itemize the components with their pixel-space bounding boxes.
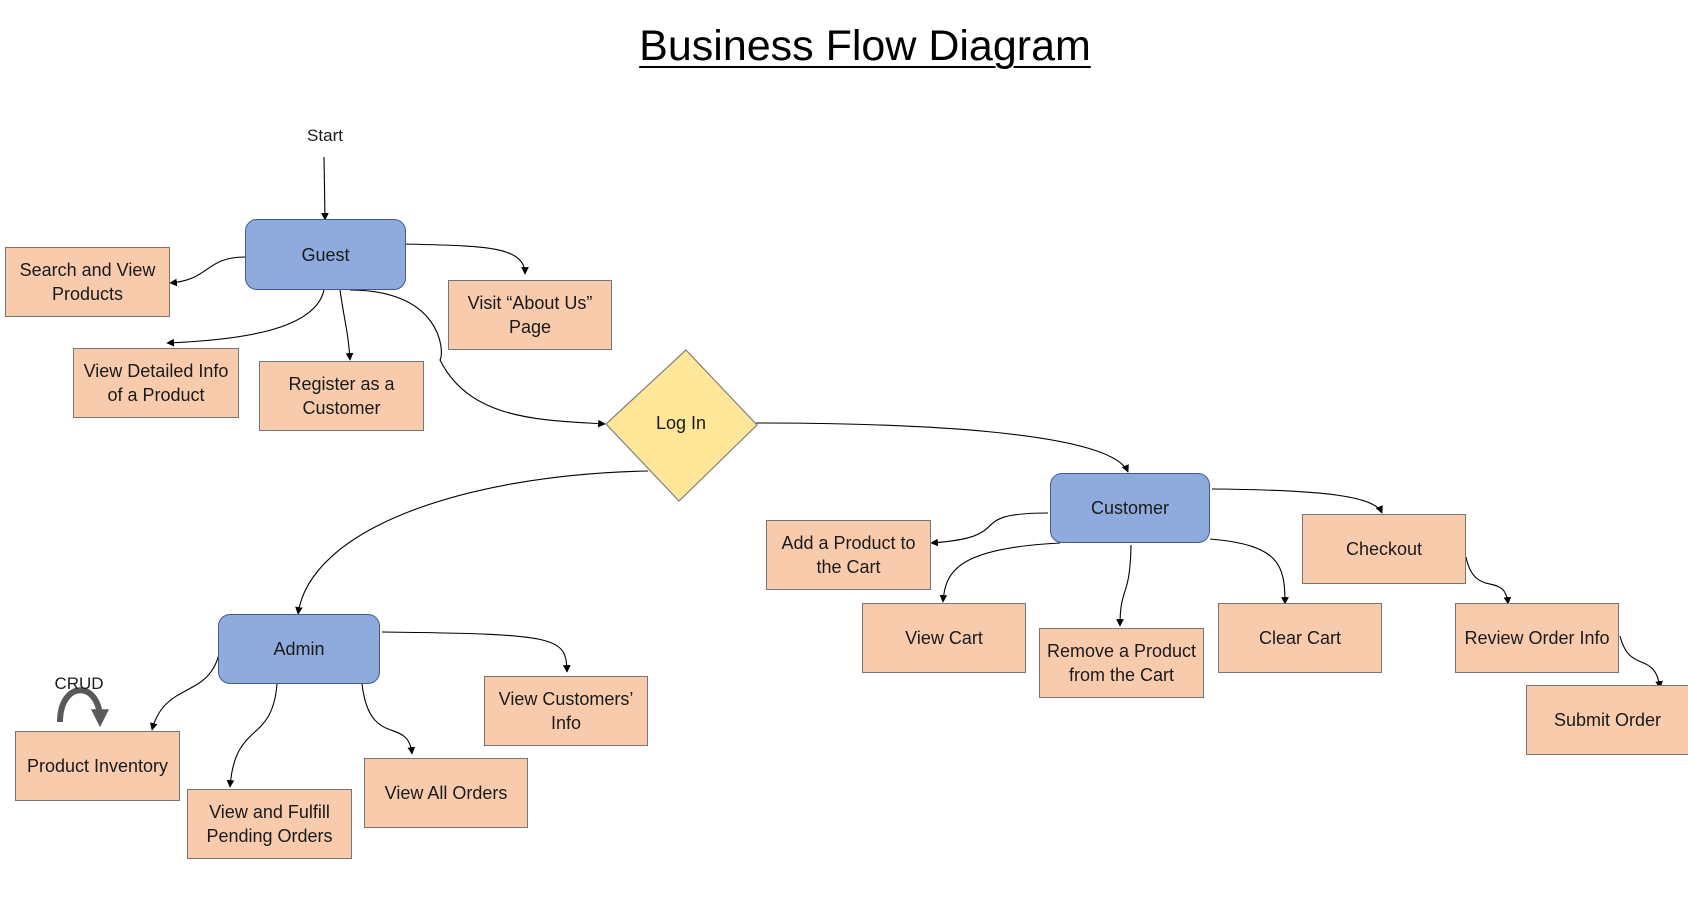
view-all-orders-node[interactable]: View All Orders bbox=[364, 758, 528, 828]
connector-admin-customers bbox=[381, 631, 571, 673]
connector-customer-remove bbox=[1116, 544, 1132, 627]
connector-start-guest bbox=[321, 156, 329, 221]
visit-about-us-node[interactable]: Visit “About Us” Page bbox=[448, 280, 612, 350]
add-product-cart-node[interactable]: Add a Product to the Cart bbox=[766, 520, 931, 590]
connector-login-admin bbox=[295, 470, 649, 615]
customer-node[interactable]: Customer bbox=[1050, 473, 1210, 543]
connector-checkout-review bbox=[1465, 556, 1512, 605]
connector-admin-allorders bbox=[361, 683, 416, 755]
connector-customer-viewcart bbox=[939, 542, 1061, 603]
connector-guest-about bbox=[404, 243, 529, 275]
view-detailed-info-node[interactable]: View Detailed Info of a Product bbox=[73, 348, 239, 418]
product-inventory-node[interactable]: Product Inventory bbox=[15, 731, 180, 801]
view-cart-node[interactable]: View Cart bbox=[862, 603, 1026, 673]
connector-review-submit bbox=[1619, 635, 1663, 689]
checkout-node[interactable]: Checkout bbox=[1302, 514, 1466, 584]
connector-customer-add bbox=[930, 512, 1049, 547]
connector-guest-register bbox=[339, 289, 354, 361]
remove-product-cart-node[interactable]: Remove a Product from the Cart bbox=[1039, 628, 1204, 698]
register-customer-node[interactable]: Register as a Customer bbox=[259, 361, 424, 431]
diagram-title: Business Flow Diagram bbox=[639, 22, 1091, 70]
clear-cart-node[interactable]: Clear Cart bbox=[1218, 603, 1382, 673]
view-customers-info-node[interactable]: View Customers’ Info bbox=[484, 676, 648, 746]
connector-admin-fulfill bbox=[226, 683, 278, 788]
login-decision-shape bbox=[605, 349, 758, 502]
connector-guest-search bbox=[169, 256, 246, 287]
connector-customer-clear bbox=[1209, 538, 1289, 605]
admin-node[interactable]: Admin bbox=[218, 614, 380, 684]
connector-admin-inventory bbox=[150, 649, 221, 731]
connector-guest-detailed bbox=[166, 289, 325, 347]
submit-order-node[interactable]: Submit Order bbox=[1526, 685, 1688, 755]
connector-guest-login bbox=[349, 289, 606, 428]
login-decision-label: Log In bbox=[655, 413, 707, 433]
crud-label: CRUD bbox=[54, 674, 104, 693]
search-view-products-node[interactable]: Search and View Products bbox=[5, 247, 170, 317]
start-label: Start bbox=[307, 126, 343, 145]
connector-login-customer bbox=[755, 422, 1129, 473]
guest-node[interactable]: Guest bbox=[245, 219, 406, 290]
connector-customer-checkout bbox=[1211, 488, 1383, 514]
view-fulfill-orders-node[interactable]: View and Fulfill Pending Orders bbox=[187, 789, 352, 859]
review-order-info-node[interactable]: Review Order Info bbox=[1455, 603, 1619, 673]
crud-loop-icon bbox=[57, 687, 109, 728]
